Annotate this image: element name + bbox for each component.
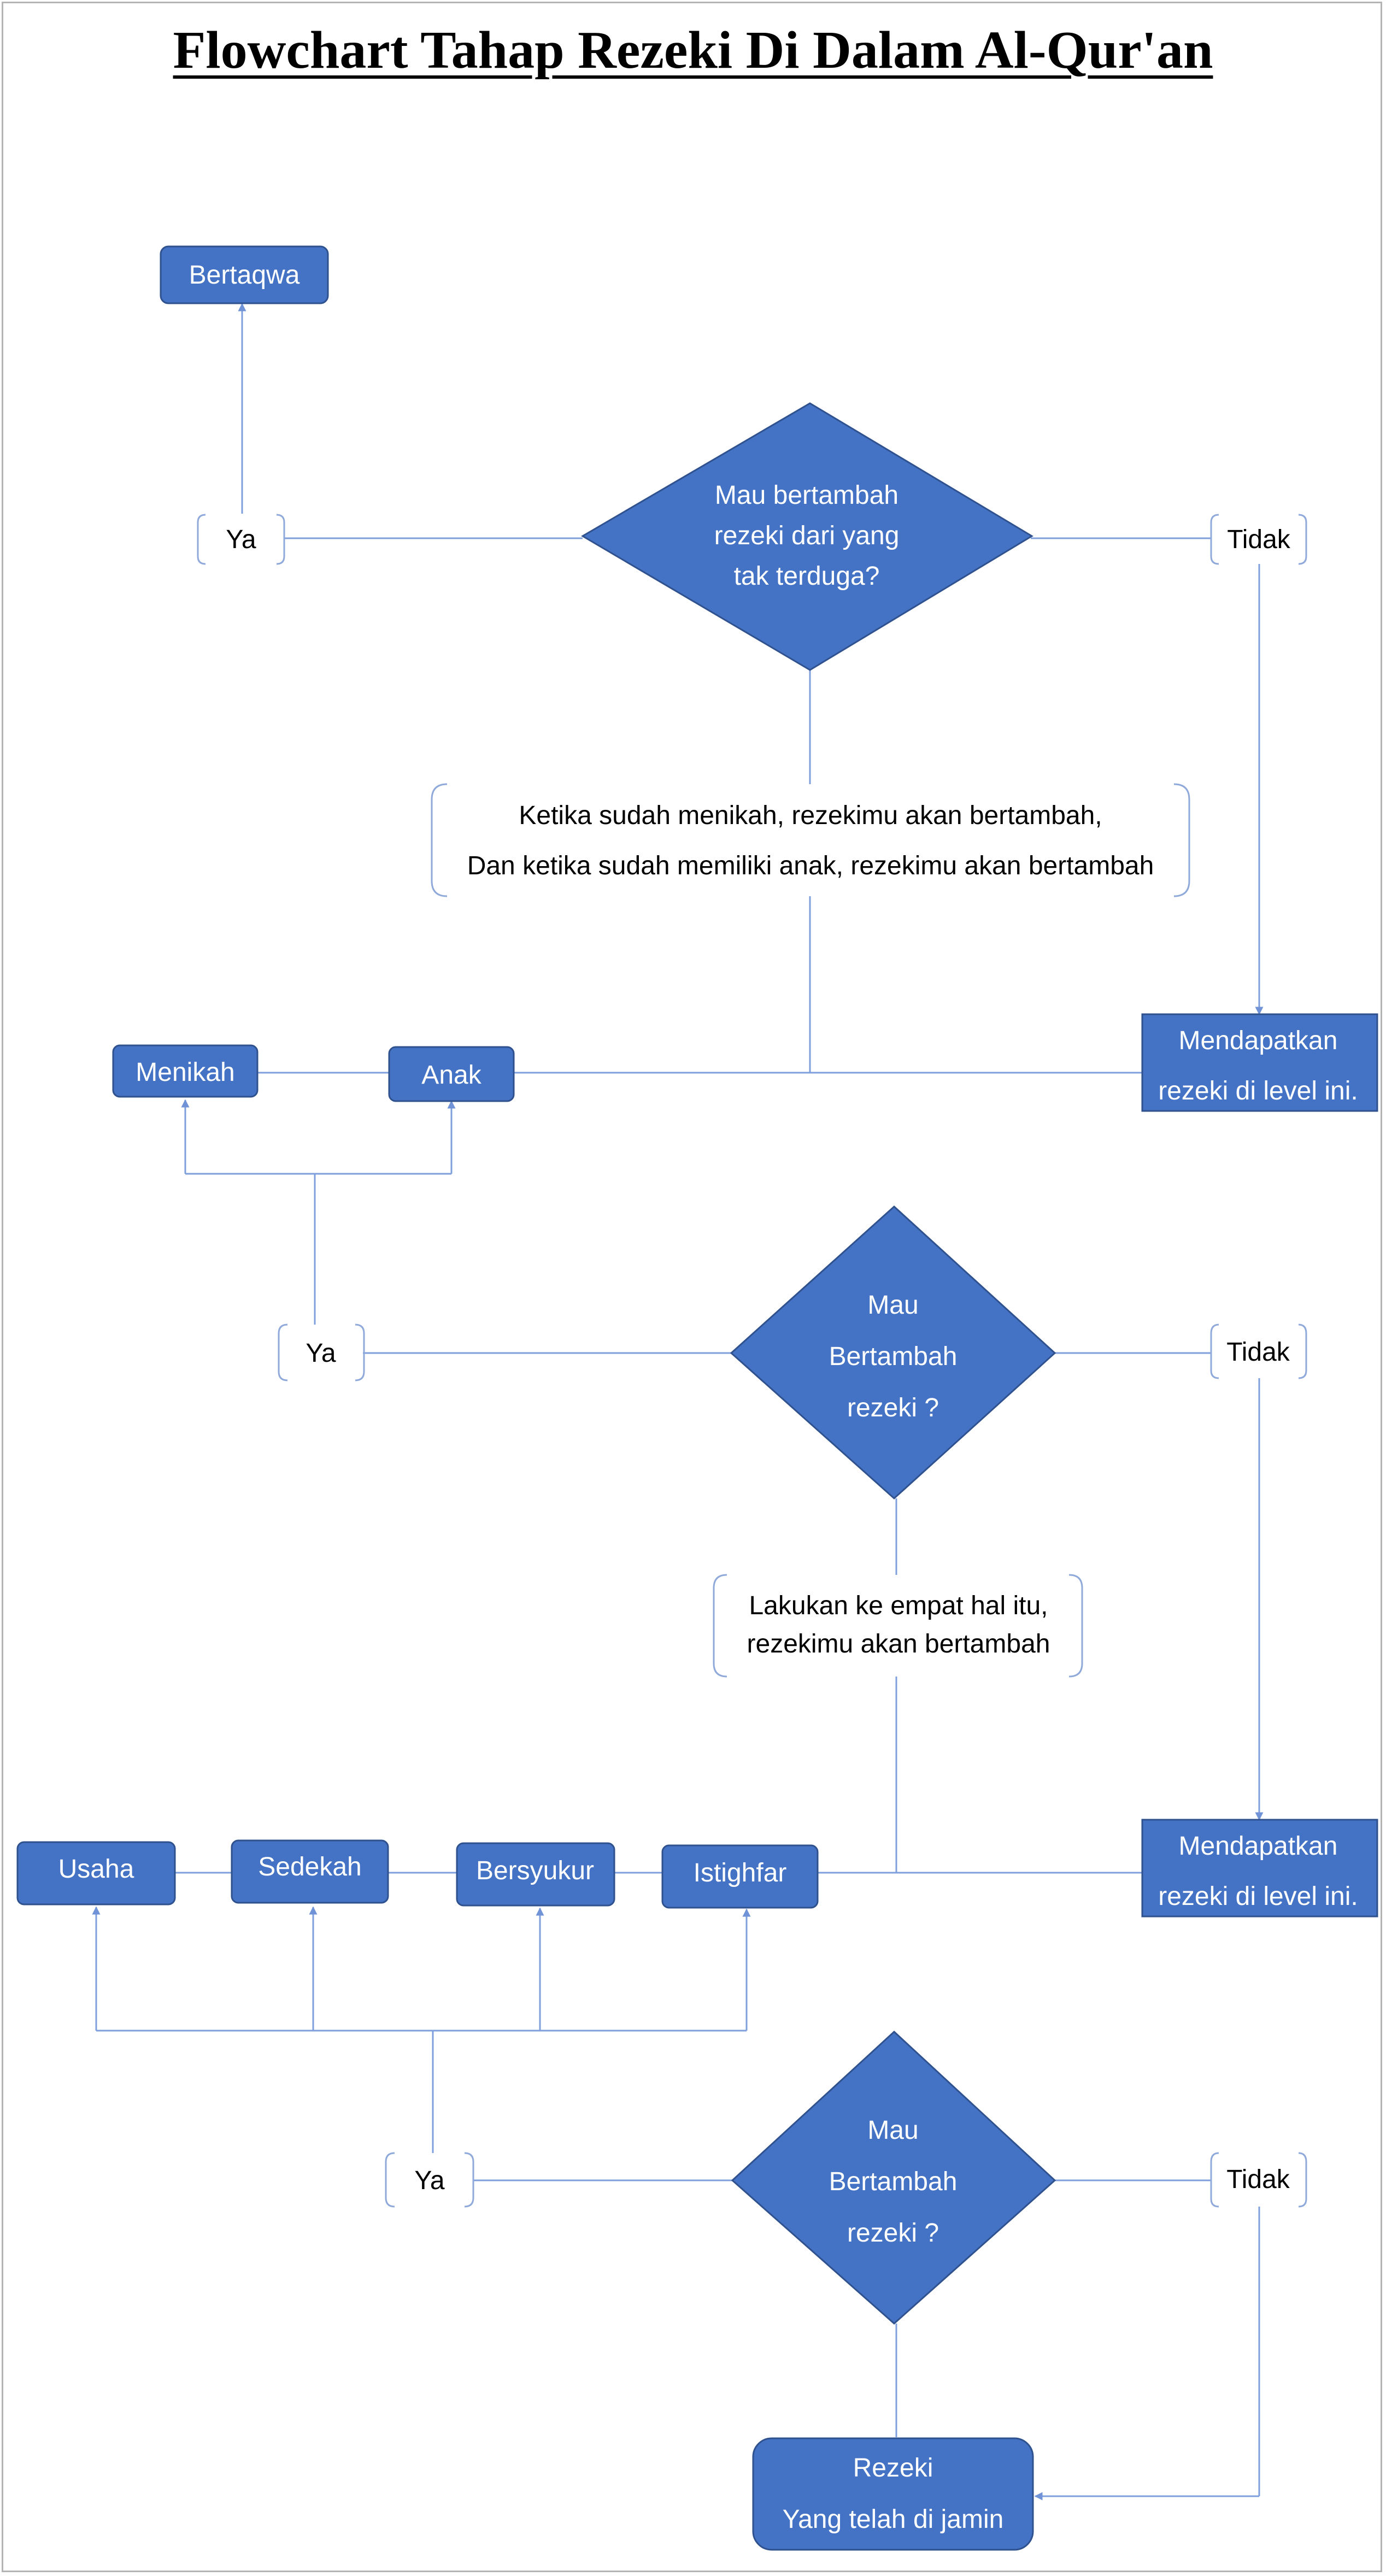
decision-3-line-1: Mau	[867, 2116, 918, 2145]
istighfar-box	[661, 1844, 819, 1909]
decision-1-line-3: tak terduga?	[734, 562, 880, 591]
decision-1-line-2: rezeki dari yang	[714, 521, 900, 550]
note-1-line-2: Dan ketika sudah memiliki anak, rezekimu…	[467, 851, 1154, 880]
decision-1-line-1: Mau bertambah	[715, 481, 898, 510]
decision-3-line-3: rezeki ?	[847, 2219, 939, 2248]
connectors	[92, 303, 1264, 2501]
level-1-box	[1141, 1013, 1378, 1112]
anak-label: Anak	[421, 1061, 481, 1090]
usaha-box	[16, 1841, 176, 1905]
anak-box	[388, 1046, 515, 1102]
tidak3-bracket-left	[1210, 2152, 1219, 2208]
level-1-line-2: rezeki di level ini.	[1158, 1077, 1358, 1105]
decision-2-line-3: rezeki ?	[847, 1393, 939, 1422]
tidak-2-label: Tidak	[1226, 1338, 1290, 1367]
ya1-bracket-left	[197, 514, 206, 565]
final-box	[752, 2437, 1034, 2551]
ya2-bracket-left	[278, 1324, 288, 1381]
usaha-label: Usaha	[58, 1855, 134, 1884]
labels: Bertaqwa Mau bertambah rezeki dari yang …	[58, 261, 1358, 2534]
final-line-1: Rezeki	[853, 2454, 933, 2483]
sedekah-label: Sedekah	[258, 1852, 362, 1881]
level-2-box	[1141, 1819, 1378, 1918]
decision-2-line-2: Bertambah	[829, 1342, 958, 1371]
sedekah-box	[231, 1839, 389, 1904]
bersyukur-box	[456, 1842, 615, 1907]
bertaqwa-box	[160, 245, 329, 304]
ya-1-label: Ya	[226, 525, 256, 554]
note2-bracket-left	[713, 1574, 727, 1678]
ya1-bracket-right	[276, 514, 285, 565]
tidak1-bracket-left	[1210, 514, 1219, 565]
ya3-bracket-right	[464, 2152, 474, 2208]
ya2-bracket-right	[355, 1324, 365, 1381]
istighfar-label: Istighfar	[694, 1859, 787, 1887]
level-1-line-1: Mendapatkan	[1179, 1026, 1338, 1055]
final-line-2: Yang telah di jamin	[783, 2505, 1004, 2534]
decision-1-diamond	[581, 402, 1033, 671]
shapes	[16, 245, 1378, 2551]
note-1-line-1: Ketika sudah menikah, rezekimu akan bert…	[519, 801, 1102, 830]
ya-3-label: Ya	[414, 2166, 444, 2195]
note-2-line-1: Lakukan ke empat hal itu,	[749, 1591, 1048, 1620]
level-2-line-2: rezeki di level ini.	[1158, 1882, 1358, 1911]
menikah-box	[112, 1044, 259, 1098]
level-2-line-1: Mendapatkan	[1179, 1832, 1338, 1861]
ya3-bracket-left	[385, 2152, 395, 2208]
note2-bracket-right	[1068, 1574, 1083, 1678]
decision-3-diamond	[731, 2030, 1056, 2325]
tidak2-bracket-left	[1210, 1324, 1219, 1379]
tidak-3-label: Tidak	[1226, 2165, 1290, 2194]
brackets	[197, 514, 1307, 2208]
decision-2-diamond	[730, 1205, 1056, 1500]
tidak2-bracket-right	[1298, 1324, 1307, 1379]
decision-2-line-1: Mau	[867, 1291, 918, 1320]
tidak3-bracket-right	[1298, 2152, 1307, 2208]
decision-3-line-2: Bertambah	[829, 2167, 958, 2196]
bertaqwa-label: Bertaqwa	[189, 261, 300, 290]
menikah-label: Menikah	[136, 1058, 234, 1087]
note1-bracket-right	[1173, 783, 1190, 897]
note-2-line-2: rezekimu akan bertambah	[747, 1630, 1050, 1658]
tidak-1-label: Tidak	[1227, 525, 1291, 554]
tidak1-bracket-right	[1298, 514, 1307, 565]
bersyukur-label: Bersyukur	[476, 1856, 594, 1885]
ya-2-label: Ya	[306, 1339, 336, 1368]
page-title: Flowchart Tahap Rezeki Di Dalam Al-Qur'a…	[173, 21, 1213, 80]
note1-bracket-left	[431, 783, 448, 897]
